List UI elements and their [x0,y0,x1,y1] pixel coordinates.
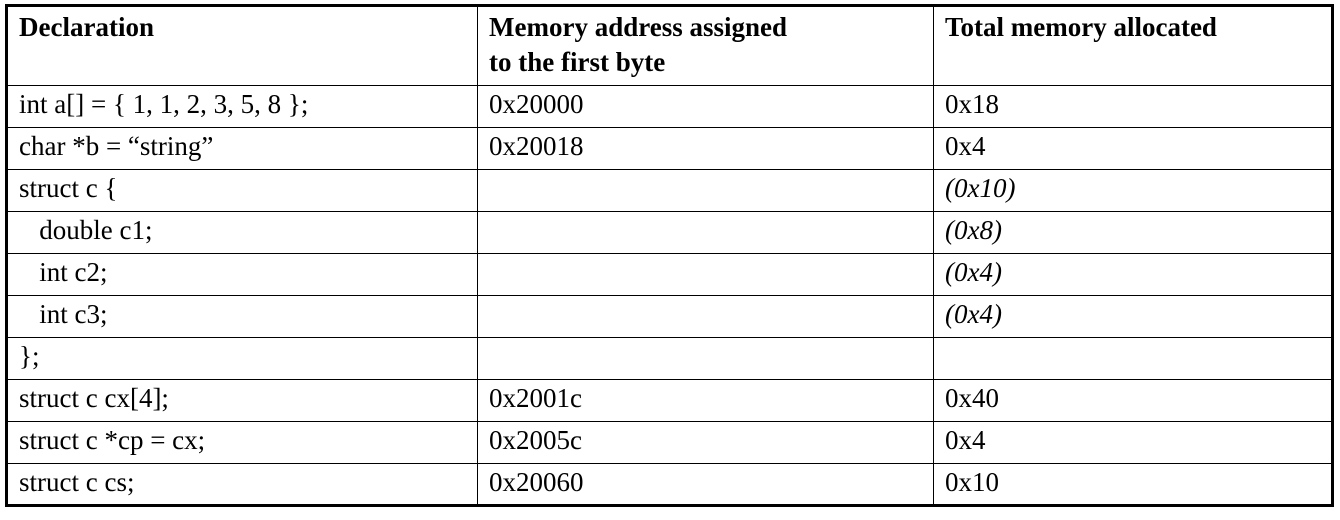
cell-memory-address: 0x20018 [477,127,934,170]
cell-declaration: struct c cs; [6,463,478,506]
cell-memory-address [477,295,934,338]
table-row: double c1; (0x8) [6,211,1333,254]
cell-declaration: int a[] = { 1, 1, 2, 3, 5, 8 }; [6,85,478,128]
cell-memory-address [477,169,934,212]
cell-memory-address: 0x20000 [477,85,934,128]
column-header-total-memory: Total memory allocated [933,5,1333,86]
table-row: struct c { (0x10) [6,169,1333,212]
cell-total-memory: 0x40 [933,379,1333,422]
cell-declaration: int c3; [6,295,478,338]
cell-total-memory: 0x10 [933,463,1333,506]
cell-memory-address [477,337,934,380]
cell-declaration: struct c *cp = cx; [6,421,478,464]
cell-total-memory: 0x4 [933,421,1333,464]
cell-declaration: struct c { [6,169,478,212]
table-row: int c2; (0x4) [6,253,1333,296]
cell-declaration: double c1; [6,211,478,254]
cell-memory-address [477,253,934,296]
column-header-declaration: Declaration [6,5,478,86]
table-row: int c3; (0x4) [6,295,1333,338]
cell-total-memory [933,337,1333,380]
cell-declaration: }; [6,337,478,380]
cell-total-memory: 0x18 [933,85,1333,128]
cell-total-memory: (0x4) [933,295,1333,338]
cell-total-memory: (0x8) [933,211,1333,254]
cell-declaration: char *b = “string” [6,127,478,170]
memory-allocation-table: Declaration Memory address assigned to t… [5,4,1334,507]
cell-declaration: int c2; [6,253,478,296]
table-header-row: Declaration Memory address assigned to t… [6,5,1333,86]
cell-memory-address: 0x20060 [477,463,934,506]
cell-memory-address: 0x2001c [477,379,934,422]
cell-memory-address [477,211,934,254]
memory-allocation-table-container: Declaration Memory address assigned to t… [5,4,1334,519]
cell-total-memory: (0x10) [933,169,1333,212]
cell-total-memory: (0x4) [933,253,1333,296]
cell-memory-address: 0x2005c [477,421,934,464]
table-row: }; [6,337,1333,380]
table-header: Declaration Memory address assigned to t… [6,5,1333,86]
cell-total-memory: 0x4 [933,127,1333,170]
column-header-memory-address: Memory address assigned to the first byt… [477,5,934,86]
cell-declaration: struct c cx[4]; [6,379,478,422]
